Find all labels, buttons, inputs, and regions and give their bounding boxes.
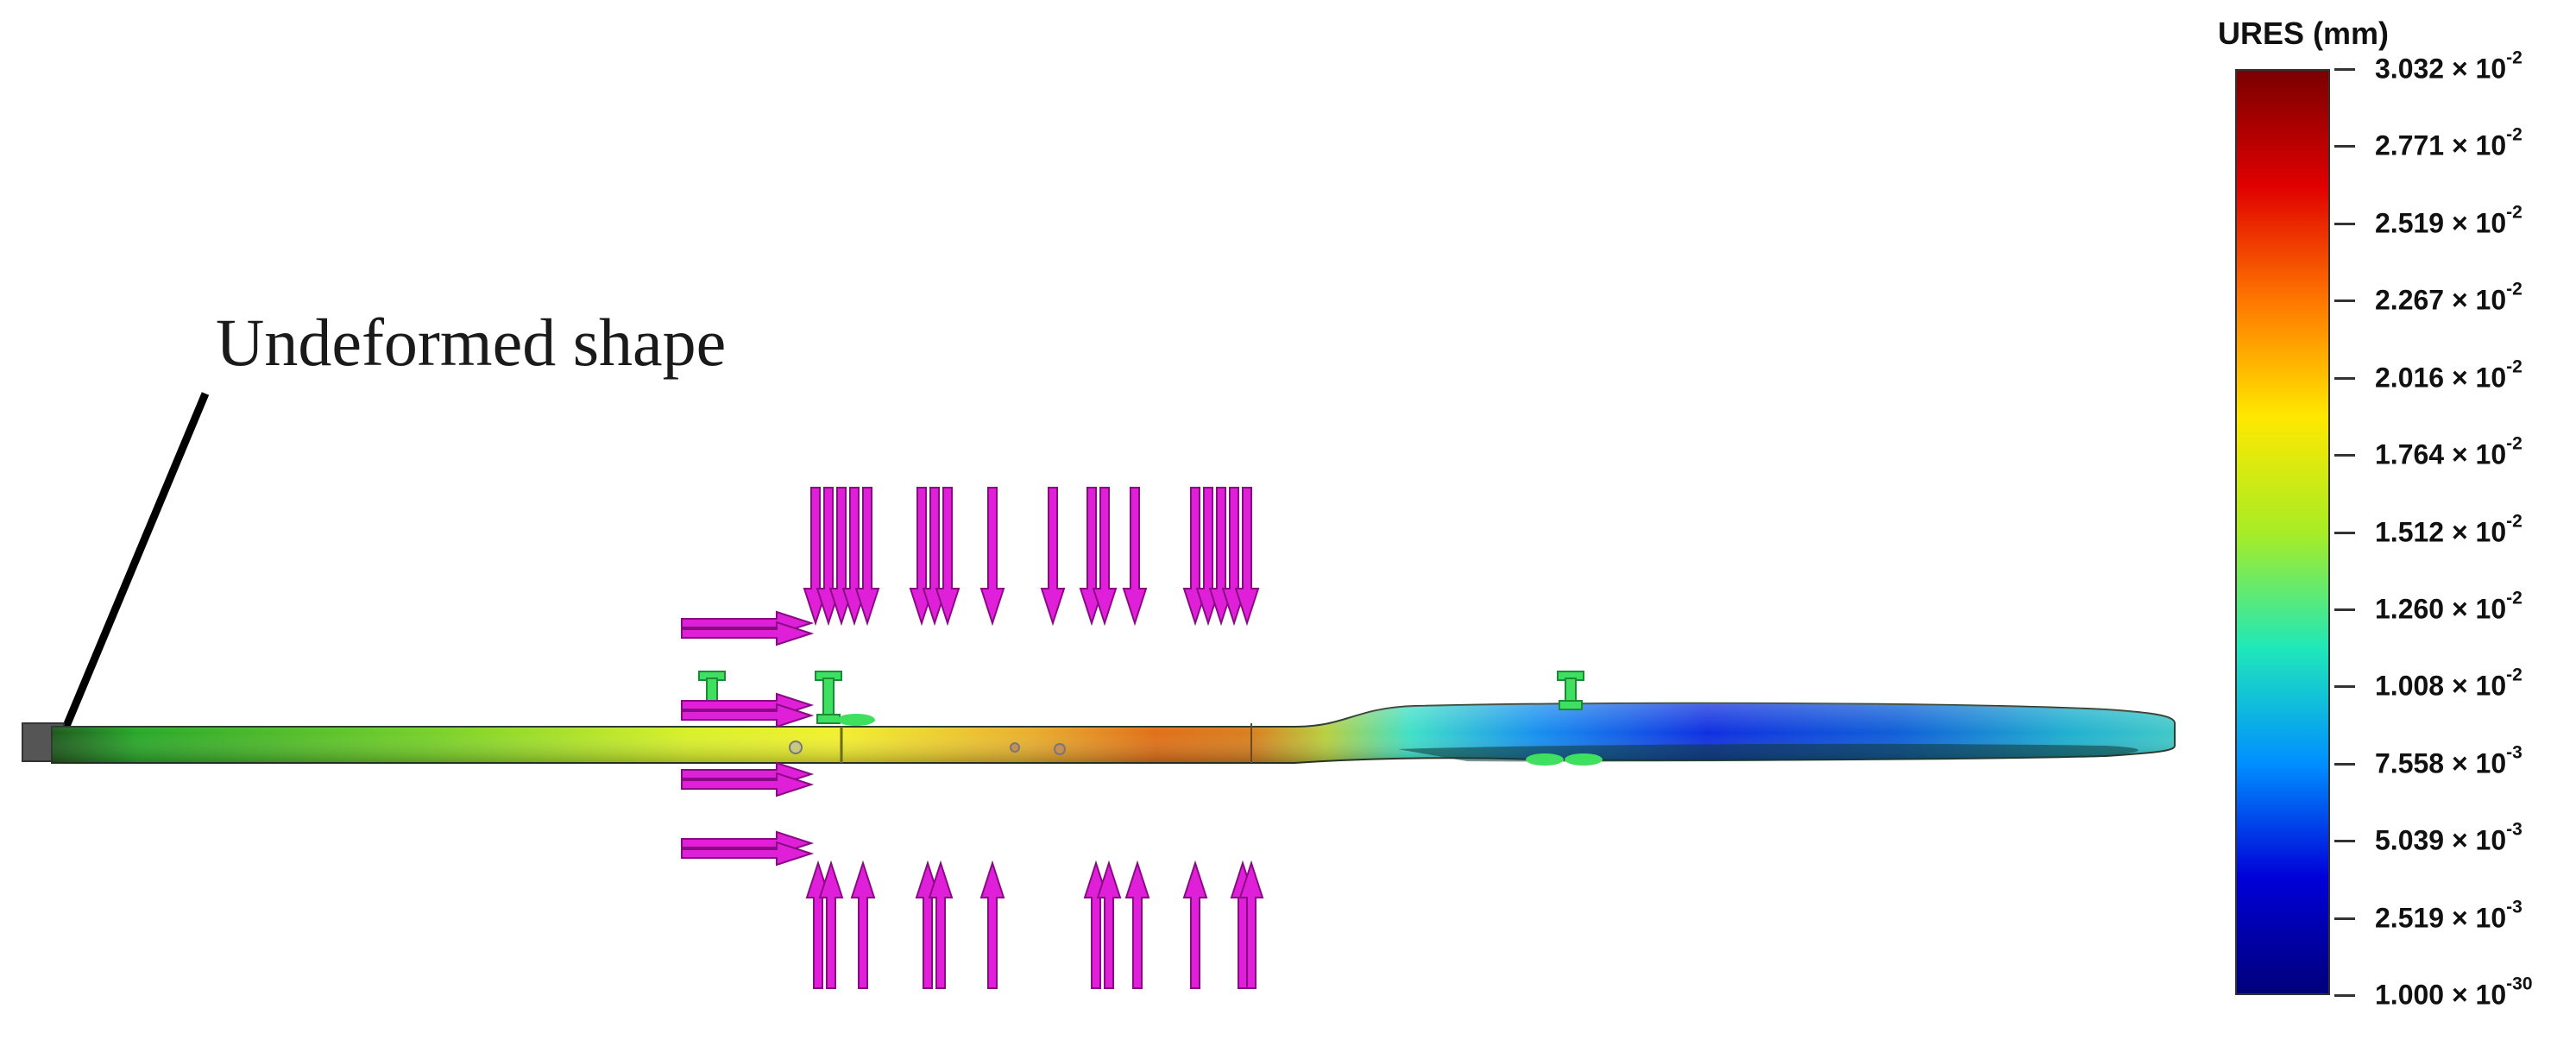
color-scale-tick	[2334, 223, 2355, 225]
color-scale-tick-label: 2.519 × 10-2	[2375, 202, 2522, 239]
color-scale-bar	[2235, 69, 2330, 995]
color-scale-tick-label: 5.039 × 10-3	[2375, 819, 2522, 856]
load-arrow	[850, 860, 876, 989]
load-arrows	[681, 487, 1264, 989]
fixture-pad	[1526, 753, 1564, 766]
load-arrow	[1238, 860, 1264, 989]
color-scale-tick	[2334, 377, 2355, 380]
fixture-pad	[837, 714, 875, 726]
load-arrow	[1122, 487, 1148, 627]
color-scale-tick-label: 2.267 × 10-2	[2375, 279, 2522, 316]
color-scale-tick	[2334, 917, 2355, 920]
color-scale-tick	[2334, 299, 2355, 302]
pin-hole	[1054, 743, 1066, 755]
fixture-pad	[1565, 753, 1603, 766]
color-scale-tick	[2334, 68, 2355, 71]
pin-hole	[1010, 742, 1020, 753]
color-scale-tick-label: 1.000 × 10-30	[2375, 974, 2533, 1011]
color-scale-tick-label: 1.764 × 10-2	[2375, 433, 2522, 470]
load-arrow	[854, 487, 880, 627]
annotation-pointer-line	[56, 392, 210, 742]
color-scale-tick	[2334, 685, 2355, 688]
fixture-marker	[1557, 671, 1584, 710]
load-arrow	[1182, 860, 1208, 989]
load-arrow	[681, 621, 815, 646]
fixture-marker	[815, 671, 842, 724]
color-scale-tick	[2334, 532, 2355, 534]
color-scale-tick	[2334, 454, 2355, 457]
color-scale-tick-label: 1.512 × 10-2	[2375, 511, 2522, 548]
color-scale-tick-label: 7.558 × 10-3	[2375, 742, 2522, 779]
color-scale-tick	[2334, 608, 2355, 611]
load-arrow	[1096, 860, 1122, 989]
undeformed-shape-label: Undeformed shape	[216, 305, 727, 380]
load-arrow	[818, 860, 844, 989]
load-arrow	[681, 772, 815, 797]
color-scale-tick-label: 2.519 × 10-3	[2375, 897, 2522, 934]
load-arrow	[681, 703, 815, 728]
load-arrow	[1040, 487, 1066, 627]
legend-title: URES (mm)	[2218, 16, 2390, 51]
load-arrow	[1234, 487, 1260, 627]
color-scale-tick	[2334, 840, 2355, 842]
color-scale-tick-label: 3.032 × 10-2	[2375, 47, 2522, 85]
color-scale-tick-label: 1.008 × 10-2	[2375, 665, 2522, 702]
color-scale-tick-label: 2.016 × 10-2	[2375, 356, 2522, 394]
color-scale-tick-label: 1.260 × 10-2	[2375, 588, 2522, 625]
color-scale-tick	[2334, 145, 2355, 148]
load-arrow	[1092, 487, 1118, 627]
load-arrow	[1124, 860, 1150, 989]
load-arrow	[979, 487, 1005, 627]
load-arrow	[928, 860, 954, 989]
load-arrow	[979, 860, 1005, 989]
color-scale-tick-label: 2.771 × 10-2	[2375, 124, 2522, 161]
load-arrow	[935, 487, 960, 627]
color-scale-tick	[2334, 994, 2355, 997]
wing-underside	[1398, 743, 2138, 762]
load-arrow	[681, 841, 815, 867]
color-scale-tick	[2334, 763, 2355, 766]
pin-hole	[789, 741, 803, 754]
